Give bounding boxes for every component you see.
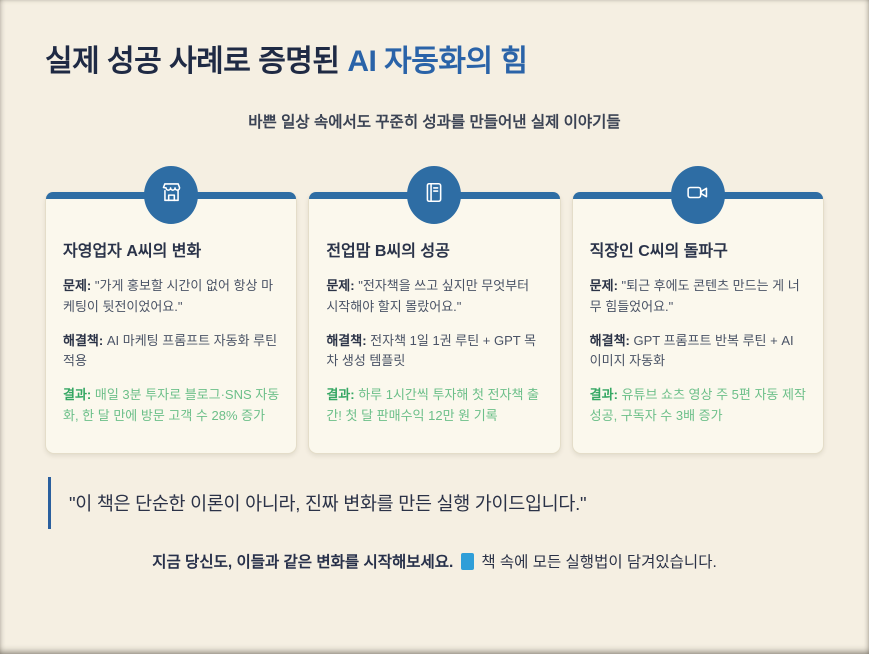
case-cards-row: 자영업자 A씨의 변화 문제: "가게 홍보할 시간이 없어 항상 마케팅이 뒷… bbox=[45, 166, 824, 454]
result-label: 결과: bbox=[326, 387, 355, 403]
card-body: 직장인 C씨의 돌파구 문제: "퇴근 후에도 콘텐츠 만드는 게 너무 힘들었… bbox=[573, 199, 823, 427]
video-camera-icon bbox=[685, 180, 710, 210]
solution-text: 전자책 1일 1권 루틴 + GPT 목차 생성 템플릿 bbox=[326, 332, 537, 369]
cta-bold-text: 지금 당신도, 이들과 같은 변화를 시작해보세요. bbox=[152, 554, 454, 571]
quote-block: "이 책은 단순한 이론이 아니라, 진짜 변화를 만든 실행 가이드입니다." bbox=[48, 477, 824, 529]
problem-text: "전자책을 쓰고 싶지만 무엇부터 시작해야 할지 몰랐어요." bbox=[326, 278, 530, 314]
card-icon-circle bbox=[670, 166, 725, 224]
problem-label: 문제: bbox=[589, 278, 618, 293]
card-icon-circle bbox=[407, 166, 462, 224]
result-label: 결과: bbox=[589, 387, 618, 403]
blue-book-icon bbox=[461, 553, 475, 570]
card-solution: 해결책: 전자책 1일 1권 루틴 + GPT 목차 생성 템플릿 bbox=[326, 331, 542, 373]
card-result: 결과: 매일 3분 투자로 블로그·SNS 자동화, 한 달 만에 방문 고객 … bbox=[63, 385, 279, 427]
card-title: 직장인 C씨의 돌파구 bbox=[589, 243, 728, 260]
card-title: 자영업자 A씨의 변화 bbox=[63, 243, 202, 260]
case-card-self-employed: 자영업자 A씨의 변화 문제: "가게 홍보할 시간이 없어 항상 마케팅이 뒷… bbox=[45, 166, 298, 454]
card-solution: 해결책: GPT 프롬프트 반복 루틴 + AI 이미지 자동화 bbox=[590, 331, 806, 373]
page-title-highlight: AI 자동화의 힘 bbox=[347, 45, 528, 78]
result-text: 하루 1시간씩 투자해 첫 전자책 출간! 첫 달 판매수익 12만 원 기록 bbox=[326, 387, 539, 423]
problem-text: "가게 홍보할 시간이 없어 항상 마케팅이 뒷전이었어요." bbox=[63, 278, 274, 314]
solution-label: 해결책: bbox=[589, 332, 630, 348]
problem-label: 문제: bbox=[63, 278, 92, 293]
result-text: 매일 3분 투자로 블로그·SNS 자동화, 한 달 만에 방문 고객 수 28… bbox=[63, 387, 280, 423]
card-result: 결과: 하루 1시간씩 투자해 첫 전자책 출간! 첫 달 판매수익 12만 원… bbox=[326, 385, 542, 427]
result-text: 유튜브 쇼츠 영상 주 5편 자동 제작 성공, 구독자 수 3배 증가 bbox=[589, 387, 806, 423]
solution-label: 해결책: bbox=[326, 332, 367, 348]
card-problem: 문제: "가게 홍보할 시간이 없어 항상 마케팅이 뒷전이었어요." bbox=[63, 276, 279, 318]
card-result: 결과: 유튜브 쇼츠 영상 주 5편 자동 제작 성공, 구독자 수 3배 증가 bbox=[590, 385, 806, 427]
page-subtitle: 바쁜 일상 속에서도 꾸준히 성과를 만들어낸 실제 이야기들 bbox=[248, 114, 621, 131]
case-card-stay-at-home-mom: 전업맘 B씨의 성공 문제: "전자책을 쓰고 싶지만 무엇부터 시작해야 할지… bbox=[308, 166, 561, 454]
page-title: 실제 성공 사례로 증명된 AI 자동화의 힘 bbox=[0, 0, 869, 80]
problem-text: "퇴근 후에도 콘텐츠 만드는 게 너무 힘들었어요." bbox=[589, 278, 800, 314]
book-icon bbox=[422, 180, 447, 210]
page-title-prefix: 실제 성공 사례로 증명된 bbox=[45, 45, 348, 78]
card-problem: 문제: "전자책을 쓰고 싶지만 무엇부터 시작해야 할지 몰랐어요." bbox=[326, 276, 542, 318]
case-card-office-worker: 직장인 C씨의 돌파구 문제: "퇴근 후에도 콘텐츠 만드는 게 너무 힘들었… bbox=[571, 166, 824, 454]
card-body: 전업맘 B씨의 성공 문제: "전자책을 쓰고 싶지만 무엇부터 시작해야 할지… bbox=[309, 199, 559, 427]
quote-text: "이 책은 단순한 이론이 아니라, 진짜 변화를 만든 실행 가이드입니다." bbox=[69, 493, 587, 514]
storefront-icon bbox=[159, 180, 184, 210]
card-problem: 문제: "퇴근 후에도 콘텐츠 만드는 게 너무 힘들었어요." bbox=[590, 276, 806, 318]
solution-label: 해결책: bbox=[63, 332, 104, 348]
cta-regular-text: 책 속에 모든 실행법이 담겨있습니다. bbox=[481, 554, 717, 571]
result-label: 결과: bbox=[63, 387, 92, 403]
cta-line: 지금 당신도, 이들과 같은 변화를 시작해보세요. 책 속에 모든 실행법이 담… bbox=[0, 550, 869, 572]
card-title: 전업맘 B씨의 성공 bbox=[326, 243, 450, 260]
solution-text: GPT 프롬프트 반복 루틴 + AI 이미지 자동화 bbox=[589, 332, 794, 369]
card-icon-circle bbox=[144, 166, 199, 224]
card-body: 자영업자 A씨의 변화 문제: "가게 홍보할 시간이 없어 항상 마케팅이 뒷… bbox=[46, 199, 296, 427]
problem-label: 문제: bbox=[326, 278, 355, 293]
solution-text: AI 마케팅 프롬프트 자동화 루틴 적용 bbox=[63, 332, 278, 369]
card-solution: 해결책: AI 마케팅 프롬프트 자동화 루틴 적용 bbox=[63, 331, 279, 373]
